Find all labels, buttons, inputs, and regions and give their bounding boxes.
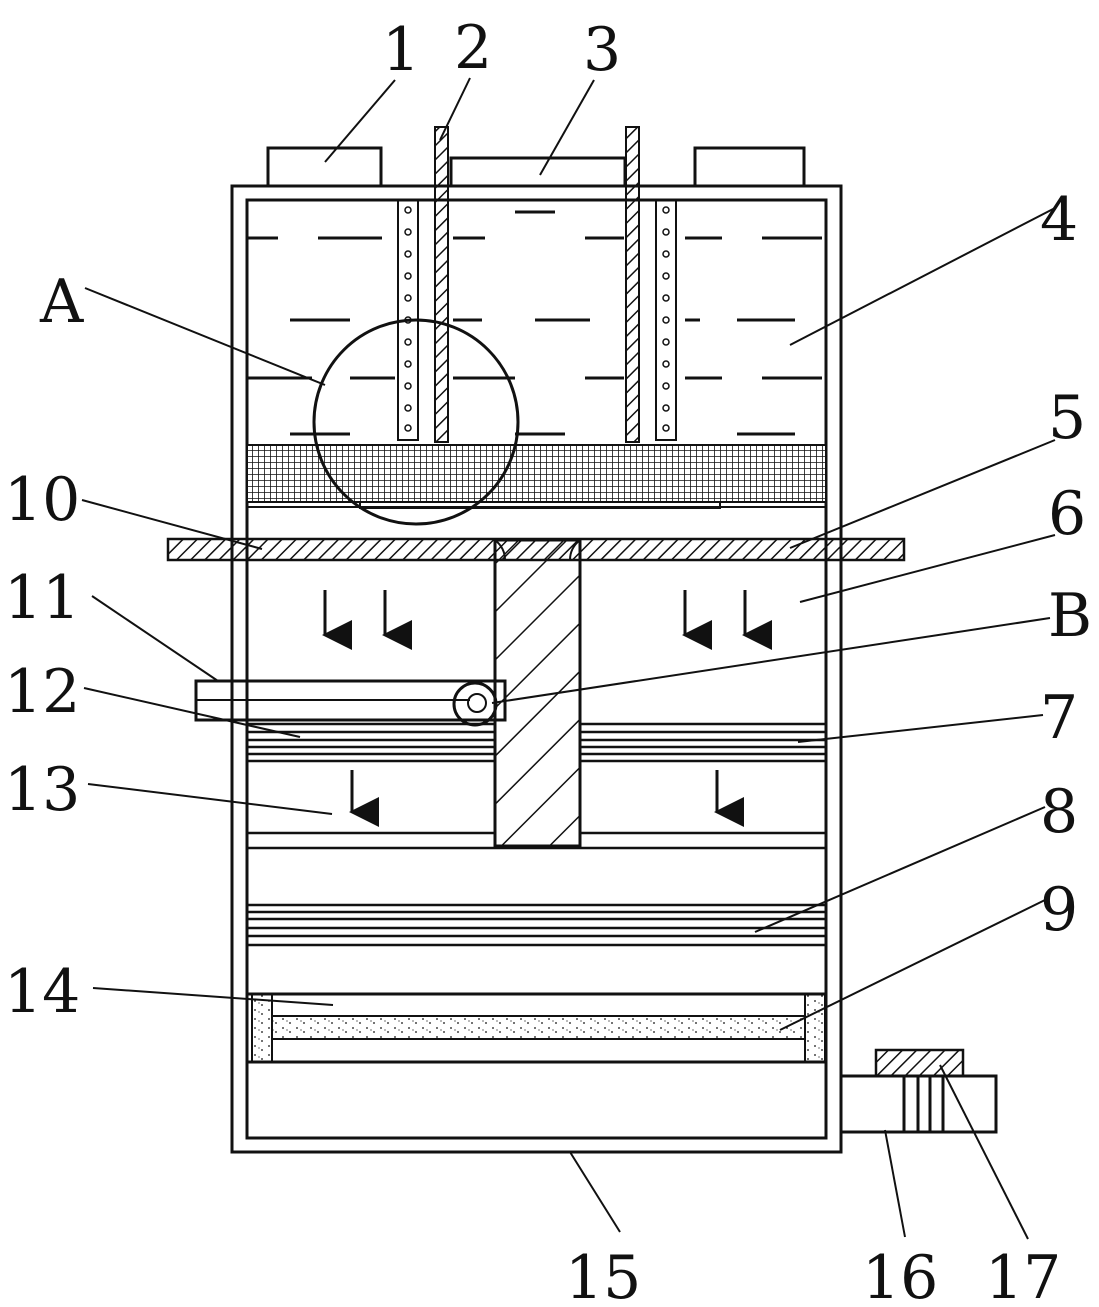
label-13: 13	[4, 755, 80, 825]
label-10: 10	[4, 465, 80, 535]
label-11: 11	[4, 563, 80, 633]
sediment-layer	[271, 1015, 806, 1040]
housing-inner-wall	[245, 198, 828, 1140]
label-a: A	[39, 267, 84, 337]
label-9: 9	[1040, 875, 1078, 945]
label-17: 17	[985, 1243, 1061, 1307]
tray-side-left	[251, 993, 273, 1063]
label-15: 15	[565, 1243, 641, 1307]
tray-side-right	[804, 993, 826, 1063]
label-6: 6	[1048, 479, 1086, 549]
valve-stripes	[902, 1076, 945, 1132]
valve-cap	[874, 1048, 965, 1078]
filter-layers-7	[247, 722, 826, 763]
label-16: 16	[862, 1243, 938, 1307]
label-1: 1	[382, 15, 420, 85]
flow-arrows-lower	[349, 770, 744, 827]
mesh-filter-layer	[246, 444, 827, 503]
leader-lines	[81, 77, 1056, 1240]
housing-outer-wall	[230, 184, 843, 1154]
label-8: 8	[1040, 777, 1078, 847]
chamber-separators	[247, 831, 826, 850]
top-cover	[449, 156, 627, 188]
detail-a-plate	[359, 501, 721, 509]
liquid-level-marks	[248, 210, 822, 436]
label-5: 5	[1048, 383, 1086, 453]
label-14: 14	[4, 957, 80, 1027]
label-7: 7	[1040, 683, 1078, 753]
hatched-rod-right	[625, 126, 640, 443]
label-12: 12	[4, 657, 80, 727]
central-column	[493, 538, 582, 848]
hatched-rod-left	[434, 126, 449, 443]
label-2: 2	[454, 13, 492, 83]
filter-layers-8	[247, 903, 826, 947]
detail-circle-a	[312, 318, 520, 526]
flow-arrows-upper	[322, 590, 772, 650]
top-block-right	[693, 146, 806, 188]
label-4: 4	[1040, 185, 1078, 255]
perforated-tube-right	[655, 199, 677, 441]
label-3: 3	[583, 15, 621, 85]
top-block-left	[266, 146, 383, 188]
label-b: B	[1048, 581, 1092, 651]
